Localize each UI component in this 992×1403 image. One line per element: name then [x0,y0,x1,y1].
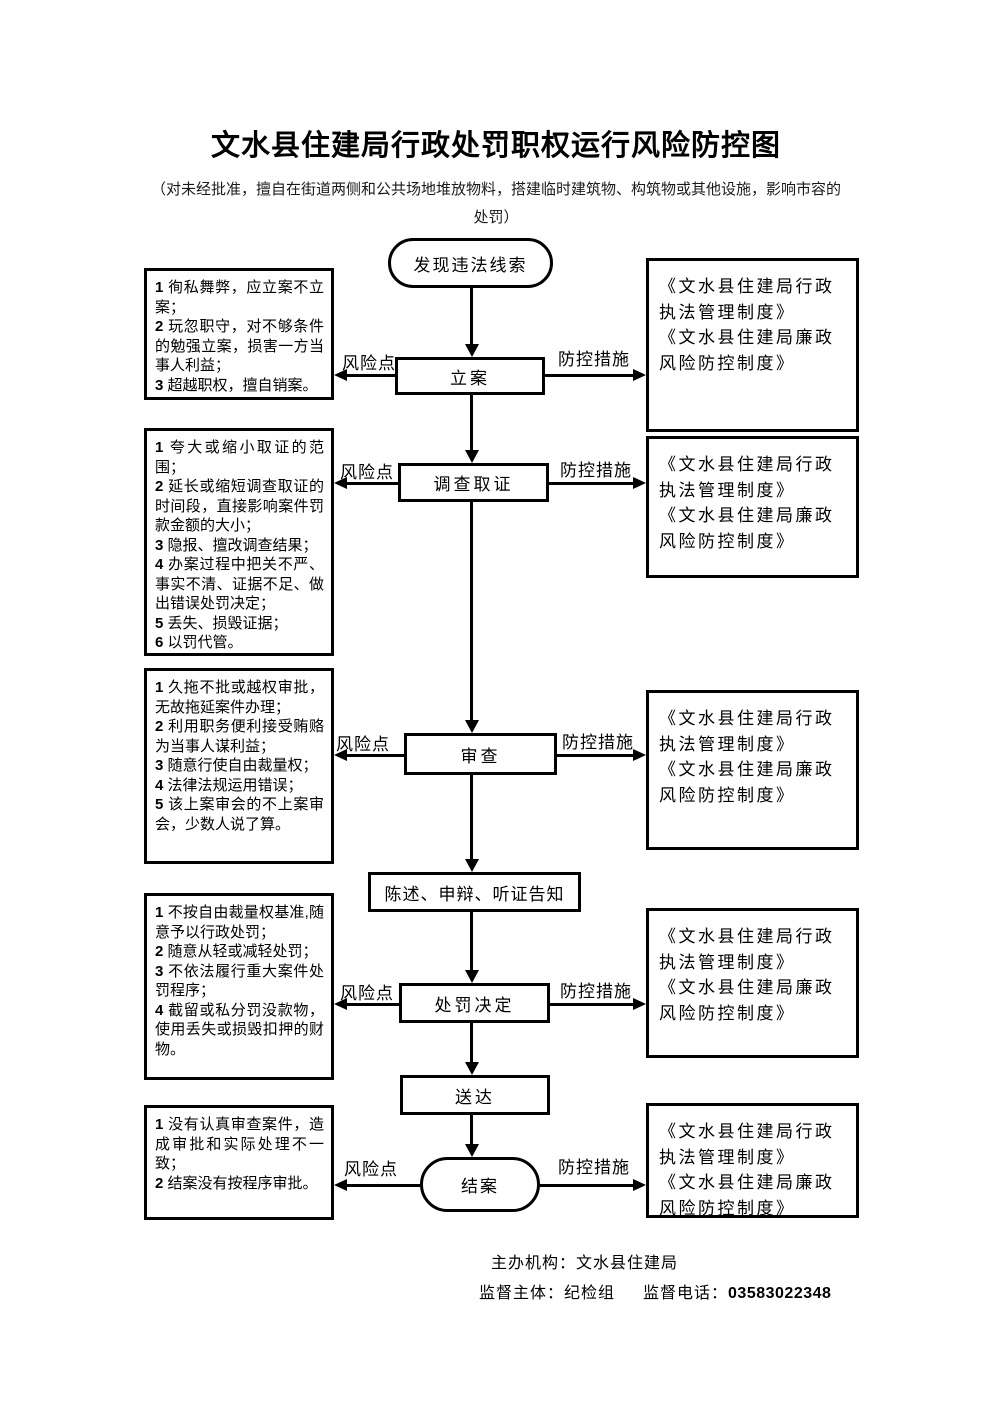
risk-item: 5 丢失、损毁证据； [155,614,288,632]
flow-step-songda: 送达 [400,1075,550,1115]
arrow-down-icon [465,1144,479,1157]
measure-box-chufajueding: 《文水县住建局行政执法管理制度》 《文水县住建局廉政风险防控制度》 [646,908,859,1058]
measure-box-shencha: 《文水县住建局行政执法管理制度》 《文水县住建局廉政风险防控制度》 [646,690,859,850]
measure-doc-title: 《文水县住建局行政执法管理制度》 [659,277,835,322]
flow-connector [470,1115,473,1144]
flow-connector [549,482,633,485]
control-measure-label: 防控措施 [560,982,632,1001]
risk-point-label: 风险点 [344,1160,398,1179]
risk-point-label: 风险点 [336,735,390,754]
arrow-right-icon [633,749,646,761]
risk-item: 4 截留或私分罚没款物，使用丢失或损毁扣押的财物。 [155,1001,324,1058]
flow-connector [550,1003,633,1006]
flow-connector [470,287,473,344]
flow-connector [470,912,473,970]
risk-point-label: 风险点 [340,984,394,1003]
risk-box-lian: 1 徇私舞弊，应立案不立案；2 玩忽职守，对不够条件的勉强立案，损害一方当事人利… [144,268,334,400]
flow-connector [545,374,633,377]
measure-doc-title: 《文水县住建局行政执法管理制度》 [659,455,835,500]
flow-connector [347,1184,420,1187]
flow-step-chufajueding: 处罚决定 [399,983,550,1023]
footer-organizer: 主办机构：文水县住建局 [491,1255,679,1272]
risk-item: 2 利用职务便利接受贿赂为当事人谋利益； [155,718,324,755]
risk-box-diaochaquzheng: 1 夸大或缩小取证的范围；2 延长或缩短调查取证的时间段，直接影响案件罚款金额的… [144,428,334,656]
arrow-down-icon [465,970,479,983]
risk-item: 3 超越职权，擅自销案。 [155,376,318,394]
flow-start-oval: 发现违法线索 [388,238,553,288]
flow-step-chenshu-shenbian: 陈述、申辩、听证告知 [368,872,581,912]
risk-item: 4 法律法规运用错误； [155,776,303,794]
arrow-left-icon [334,477,347,489]
risk-item: 2 玩忽职守，对不够条件的勉强立案，损害一方当事人利益； [155,318,324,374]
risk-item: 2 随意从轻或减轻处罚； [155,943,318,960]
page-title: 文水县住建局行政处罚职权运行风险防控图 [210,130,781,162]
flow-connector [540,1184,633,1187]
control-measure-label: 防控措施 [558,1158,630,1177]
footer-supervisor: 监督主体：纪检组 [479,1285,616,1302]
measure-doc-title: 《文水县住建局廉政风险防控制度》 [659,1173,835,1218]
measure-box-diaochaquzheng: 《文水县住建局行政执法管理制度》 《文水县住建局廉政风险防控制度》 [646,436,859,578]
arrow-right-icon [633,369,646,381]
risk-item: 1 徇私舞弊，应立案不立案； [155,279,324,316]
risk-point-label: 风险点 [340,463,394,482]
control-measure-label: 防控措施 [560,461,632,480]
risk-item: 3 随意行使自由裁量权； [155,757,318,774]
measure-doc-title: 《文水县住建局廉政风险防控制度》 [659,760,835,805]
risk-item: 5 该上案审会的不上案审会，少数人说了算。 [155,796,324,833]
risk-box-jiean: 1 没有认真审查案件，造成审批和实际处理不一致； 2 结案没有按程序审批。 [144,1105,334,1220]
arrow-down-icon [465,859,479,872]
arrow-right-icon [633,998,646,1010]
measure-doc-title: 《文水县住建局廉政风险防控制度》 [659,328,835,373]
arrow-left-icon [334,369,347,381]
risk-item: 1 没有认真审查案件，造成审批和实际处理不一致； [155,1116,324,1172]
flow-connector [347,482,398,485]
arrow-left-icon [334,749,347,761]
arrow-down-icon [465,344,479,357]
risk-box-shencha: 1 久拖不批或越权审批，无故拖延案件办理；2 利用职务便利接受贿赂为当事人谋利益… [144,668,334,864]
flow-step-shencha: 审查 [404,733,557,775]
risk-item: 3 隐报、擅改调查结果； [155,536,318,554]
footer-phone-label: 监督电话： [643,1285,729,1302]
flow-step-lian: 立案 [395,357,545,395]
control-measure-label: 防控措施 [562,733,634,752]
flow-end-oval: 结案 [420,1157,540,1212]
measure-doc-title: 《文水县住建局廉政风险防控制度》 [659,506,835,551]
measure-box-jiean: 《文水县住建局行政执法管理制度》 《文水县住建局廉政风险防控制度》 [646,1103,859,1218]
measure-box-lian: 《文水县住建局行政执法管理制度》 《文水县住建局廉政风险防控制度》 [646,258,859,432]
arrow-right-icon [633,1179,646,1191]
measure-doc-title: 《文水县住建局廉政风险防控制度》 [659,978,835,1023]
measure-doc-title: 《文水县住建局行政执法管理制度》 [659,927,835,972]
risk-item: 4 办案过程中把关不严、事实不清、证据不足、做出错误处罚决定； [155,556,324,612]
risk-item: 3 不依法履行重大案件处罚程序； [155,962,324,1000]
risk-item: 1 夸大或缩小取证的范围； [155,439,324,476]
flow-connector [470,502,473,720]
control-measure-label: 防控措施 [558,350,630,369]
measure-doc-title: 《文水县住建局行政执法管理制度》 [659,1122,835,1167]
arrow-down-icon [465,720,479,733]
flow-connector [347,374,395,377]
arrow-right-icon [633,477,646,489]
footer-supervision: 监督主体：纪检组 监督电话：03583022348 [479,1279,831,1303]
arrow-left-icon [334,998,347,1010]
risk-item: 6 以罚代管。 [155,634,243,651]
risk-item: 2 延长或缩短调查取证的时间段，直接影响案件罚款金额的大小； [155,478,324,534]
risk-box-chufajueding: 1 不按自由裁量权基准,随意予以行政处罚； 2 随意从轻或减轻处罚； 3 不依法履行… [144,893,334,1080]
arrow-left-icon [334,1179,347,1191]
risk-item: 2 结案没有按程序审批。 [155,1174,318,1192]
flow-connector [347,754,404,757]
arrow-down-icon [465,1062,479,1075]
flow-connector [470,395,473,450]
flow-connector [470,1023,473,1062]
arrow-down-icon [465,450,479,463]
flow-connector [470,775,473,859]
risk-item: 1 久拖不批或越权审批，无故拖延案件办理； [155,679,324,716]
footer-phone-number: 03583022348 [728,1285,832,1302]
flow-step-diaochaquzheng: 调查取证 [398,463,549,502]
flow-connector [347,1003,399,1006]
flow-connector [557,754,633,757]
risk-point-label: 风险点 [342,354,396,373]
page-subtitle: （对未经批准，擅自在街道两侧和公共场地堆放物料，搭建临时建筑物、构筑物或其他设施… [150,181,841,226]
risk-item: 1 不按自由裁量权基准,随意予以行政处罚； [155,904,324,941]
measure-doc-title: 《文水县住建局行政执法管理制度》 [659,709,835,754]
